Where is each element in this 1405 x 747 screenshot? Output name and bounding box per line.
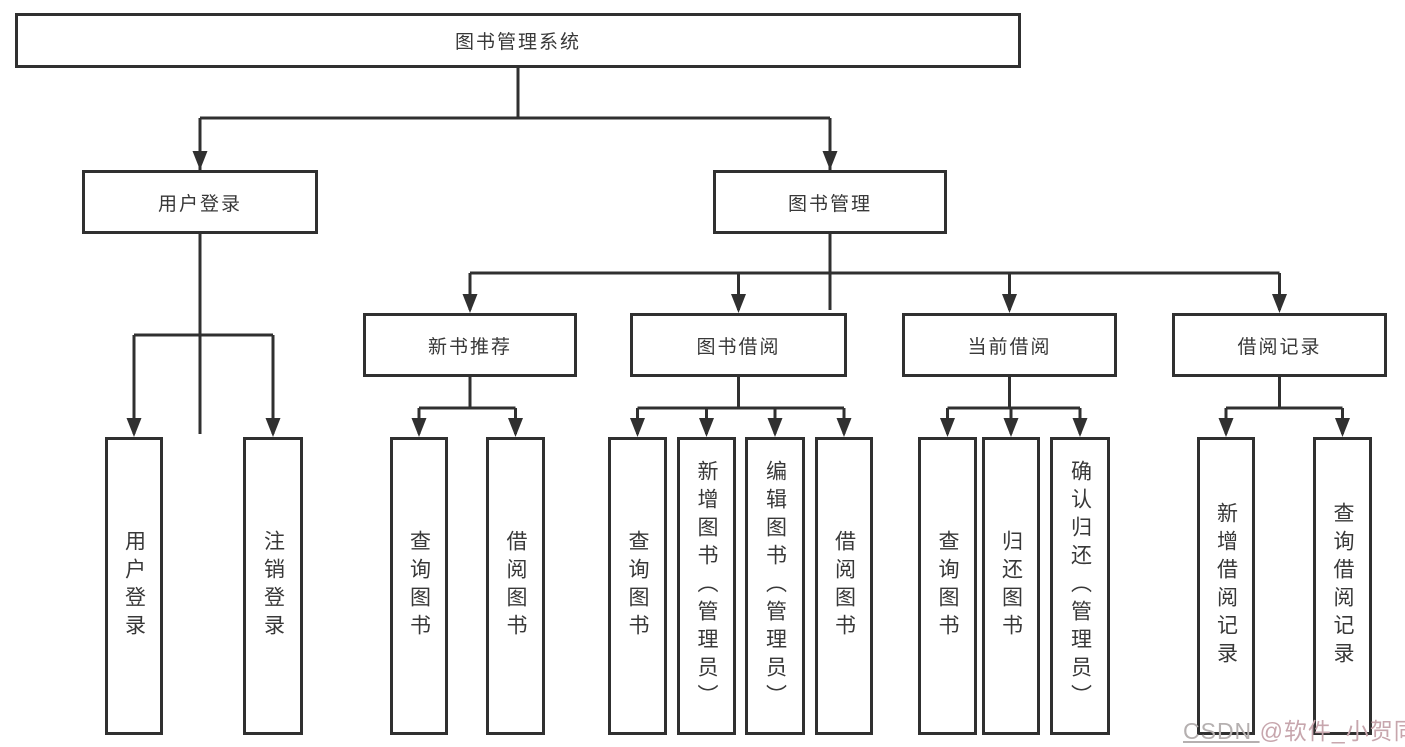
leaf-borrow-books-recommend: 借阅图书 xyxy=(486,437,545,735)
leaf-borrow-books: 借阅图书 xyxy=(815,437,873,735)
leaf-query-books-borrow: 查询图书 xyxy=(608,437,667,735)
watermark-site: CSDN xyxy=(1183,718,1260,744)
watermark: CSDN @软件_小贺同学 xyxy=(1183,712,1405,746)
node-book-borrow: 图书借阅 xyxy=(630,313,847,377)
leaf-add-borrow-record: 新增借阅记录 xyxy=(1197,437,1255,735)
leaf-add-books-admin: 新增图书（管理员） xyxy=(677,437,736,735)
leaf-return-books: 归还图书 xyxy=(982,437,1040,735)
leaf-logout: 注销登录 xyxy=(243,437,303,735)
node-book-management-branch: 图书管理 xyxy=(713,170,947,234)
watermark-author: @软件_小贺同学 xyxy=(1259,718,1405,744)
leaf-query-books-current: 查询图书 xyxy=(918,437,977,735)
node-library-management-system: 图书管理系统 xyxy=(15,13,1021,68)
leaf-user-login: 用户登录 xyxy=(105,437,163,735)
leaf-confirm-return-admin: 确认归还（管理员） xyxy=(1050,437,1110,735)
node-current-borrow: 当前借阅 xyxy=(902,313,1117,377)
node-borrow-records: 借阅记录 xyxy=(1172,313,1387,377)
leaf-query-borrow-record: 查询借阅记录 xyxy=(1313,437,1372,735)
leaf-edit-books-admin: 编辑图书（管理员） xyxy=(745,437,805,735)
node-user-login-branch: 用户登录 xyxy=(82,170,318,234)
leaf-query-books-recommend: 查询图书 xyxy=(390,437,448,735)
node-new-book-recommend: 新书推荐 xyxy=(363,313,577,377)
